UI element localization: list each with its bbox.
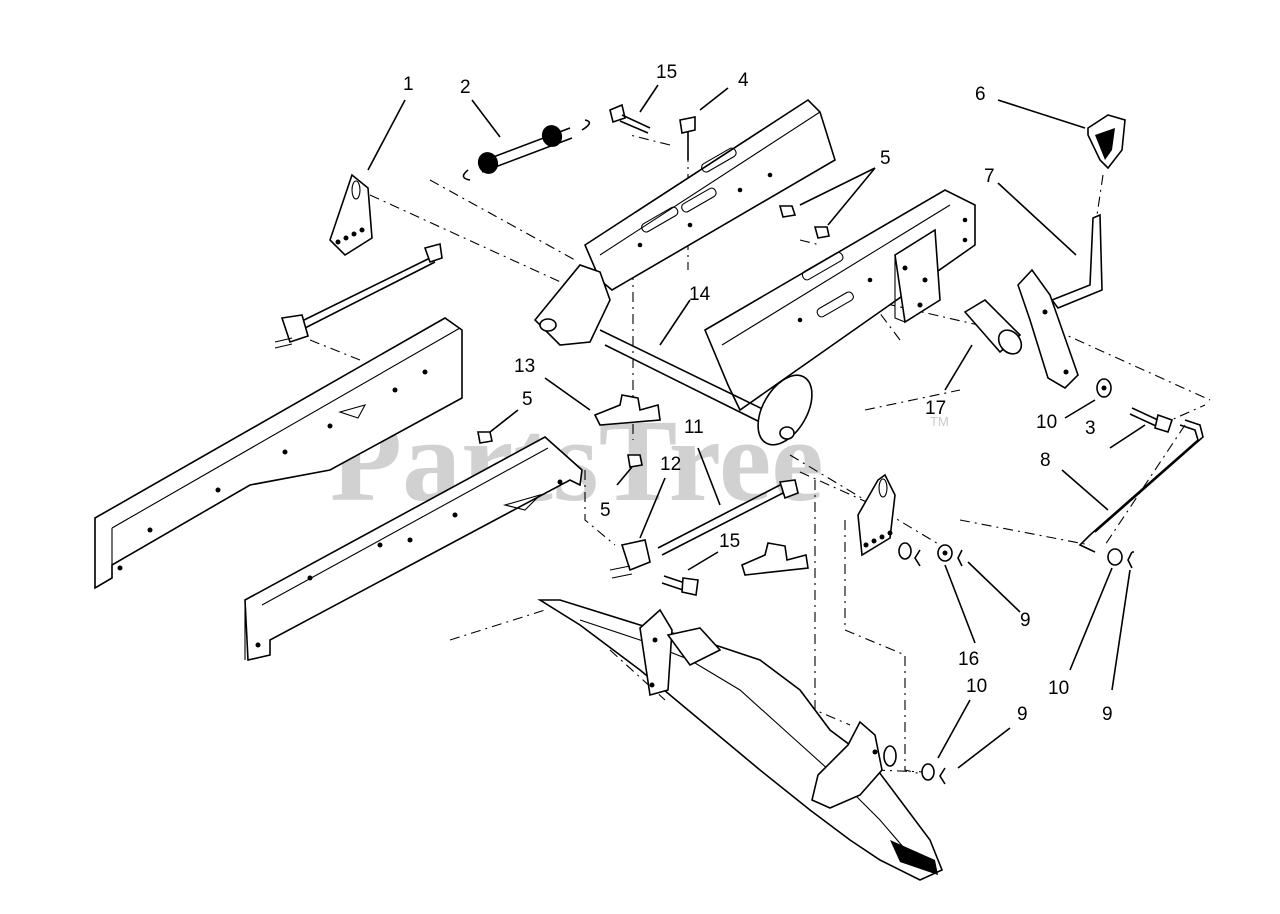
upper-cross-member bbox=[583, 98, 836, 291]
tension-spring bbox=[462, 119, 591, 181]
lift-lever bbox=[1017, 213, 1103, 390]
callout-leaders bbox=[367, 84, 1146, 769]
bolt-15-top bbox=[609, 103, 651, 134]
deck-hanger-arm bbox=[537, 599, 944, 881]
callout-9-lower: 9 bbox=[1017, 704, 1028, 725]
assembly-lines bbox=[309, 130, 1211, 776]
callout-16: 16 bbox=[958, 649, 979, 670]
callout-13: 13 bbox=[514, 356, 535, 377]
washer-pin-set-middle bbox=[898, 542, 963, 567]
callout-15-lower: 15 bbox=[719, 531, 740, 552]
callout-11: 11 bbox=[684, 417, 704, 438]
callout-9-right: 9 bbox=[1102, 704, 1113, 725]
bolt-4 bbox=[679, 116, 696, 160]
lift-link-left bbox=[274, 242, 443, 349]
callout-2: 2 bbox=[460, 77, 471, 98]
callout-7: 7 bbox=[984, 166, 995, 187]
callout-3: 3 bbox=[1085, 418, 1096, 439]
lift-bracket-left bbox=[329, 173, 373, 257]
lift-bracket-right bbox=[857, 473, 896, 557]
callout-10-lower: 10 bbox=[966, 676, 987, 697]
spacer-tube-17 bbox=[963, 298, 1023, 355]
lift-handle-knob bbox=[1087, 114, 1126, 170]
callout-14: 14 bbox=[689, 284, 711, 305]
lift-link-middle bbox=[609, 479, 799, 579]
callout-5-upper: 5 bbox=[880, 148, 891, 169]
callout-9-middle: 9 bbox=[1020, 610, 1031, 631]
watermark-trademark: TM bbox=[930, 414, 949, 429]
callout-6: 6 bbox=[975, 84, 986, 105]
strap-clamp-13 bbox=[593, 394, 809, 576]
bolt-15-lower bbox=[661, 575, 699, 596]
callout-8: 8 bbox=[1040, 450, 1051, 471]
callout-15-upper: 15 bbox=[656, 62, 677, 83]
crank-rod-8 bbox=[1078, 419, 1204, 553]
callout-labels: 1 2 3 4 5 5 5 6 7 8 9 9 9 10 10 10 11 12… bbox=[403, 62, 1113, 725]
callout-12: 12 bbox=[660, 454, 681, 475]
callout-5-center: 5 bbox=[600, 500, 611, 521]
callout-10-upper: 10 bbox=[1036, 412, 1057, 433]
callout-4: 4 bbox=[738, 70, 749, 91]
bolt-3 bbox=[1129, 407, 1174, 433]
nuts-5 bbox=[477, 205, 830, 468]
callout-17: 17 bbox=[925, 398, 946, 419]
lower-frame-rail bbox=[244, 436, 583, 661]
callout-1: 1 bbox=[403, 74, 414, 95]
left-frame-rail bbox=[94, 317, 463, 590]
callout-10-right: 10 bbox=[1048, 678, 1069, 699]
mount-bracket bbox=[894, 228, 941, 324]
callout-5-left: 5 bbox=[522, 389, 533, 410]
cross-shaft bbox=[533, 264, 813, 446]
washer-pin-set-right bbox=[1107, 548, 1134, 569]
washer-pin-set-lower bbox=[921, 763, 946, 785]
washer-10-upper bbox=[1096, 378, 1112, 398]
right-cross-member bbox=[703, 189, 976, 412]
